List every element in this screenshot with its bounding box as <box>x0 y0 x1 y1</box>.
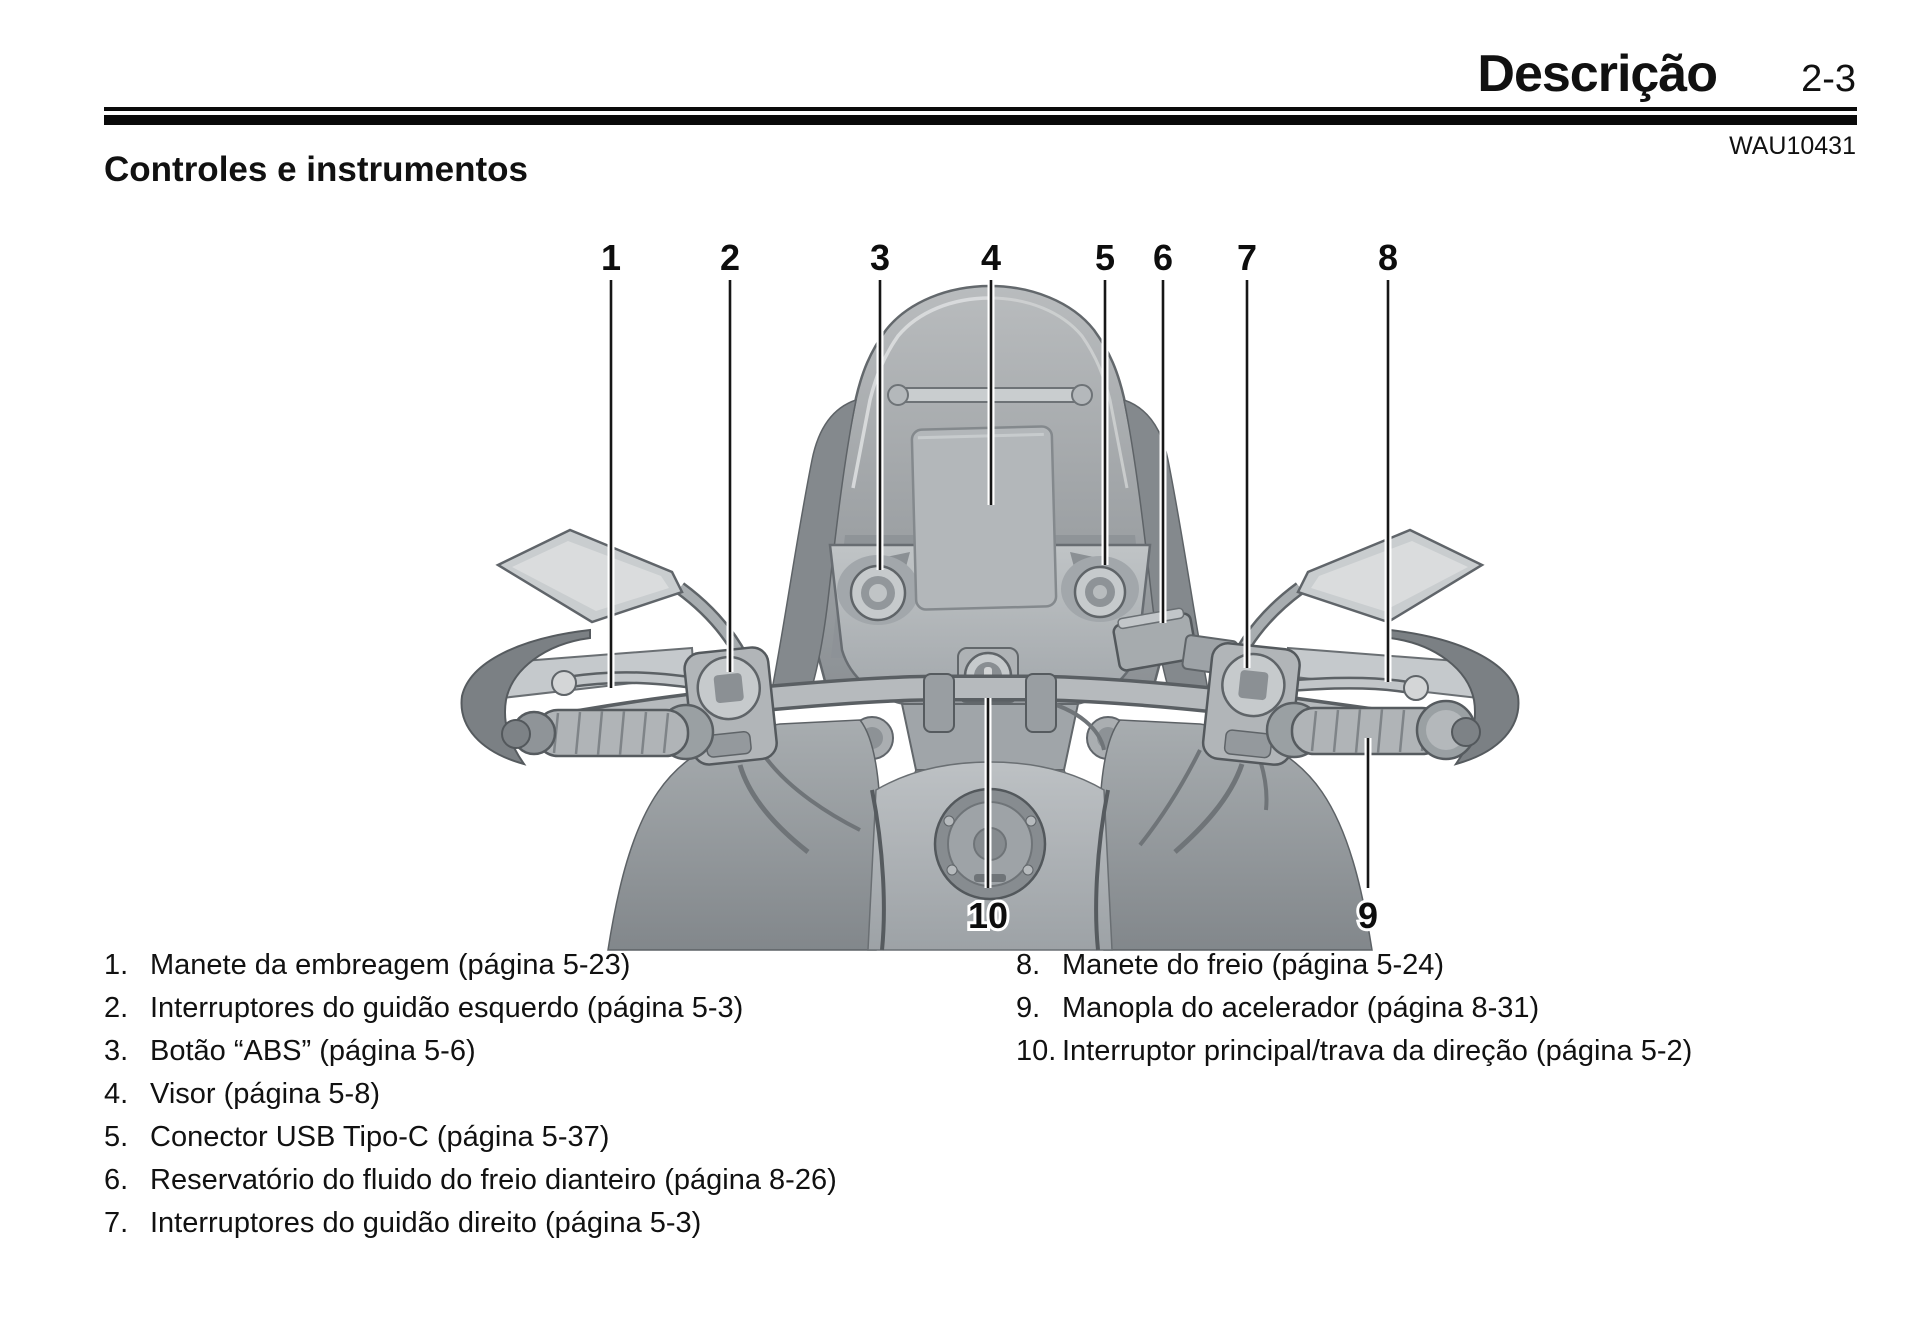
section-title: Descrição <box>1477 45 1718 103</box>
legend-num: 2. <box>104 992 129 1024</box>
legend-text: Conector USB Tipo-C (página 5-37) <box>150 1121 610 1153</box>
callout-3: 3 <box>870 237 890 278</box>
legend-left: 1. Manete da embreagem (página 5-23) 2. In… <box>104 944 837 1245</box>
legend-text: Visor (página 5-8) <box>150 1078 380 1110</box>
display-screen <box>910 425 1058 611</box>
callout-2: 2 <box>720 237 740 278</box>
throttle-grip <box>1265 699 1481 761</box>
legend-text: Botão “ABS” (página 5-6) <box>150 1035 476 1067</box>
brake-lever <box>1285 675 1429 701</box>
legend-right: 8. Manete do freio (página 5-24) 9. Manopl… <box>1016 944 1692 1073</box>
right-handguard <box>1284 628 1520 766</box>
abs-button <box>849 564 907 622</box>
page-number: 2-3 <box>1801 58 1856 100</box>
legend-text: Interruptores do guidão direito (página … <box>150 1207 702 1239</box>
header-rule-thick <box>104 115 1857 125</box>
left-grip <box>501 703 715 761</box>
legend-item-9: 9. Manopla do acelerador (página 8-31) <box>1016 987 1692 1030</box>
legend-text: Reservatório do fluido do freio dianteir… <box>150 1164 837 1196</box>
callout-1: 1 <box>601 237 621 278</box>
callout-10: 10 <box>968 895 1008 936</box>
callout-4: 4 <box>981 237 1001 278</box>
page-heading: Controles e instrumentos <box>104 150 528 189</box>
right-mirror <box>1231 528 1485 662</box>
legend-num: 1. <box>104 949 129 981</box>
usb-connector <box>1073 565 1127 619</box>
callout-6: 6 <box>1153 237 1173 278</box>
legend-item-4: 4. Visor (página 5-8) <box>104 1073 837 1116</box>
legend-item-6: 6. Reservatório do fluido do freio diante… <box>104 1159 837 1202</box>
legend-num: 6. <box>104 1164 129 1196</box>
callout-8: 8 <box>1378 237 1398 278</box>
legend-num: 3. <box>104 1035 129 1067</box>
legend-item-7: 7. Interruptores do guidão direito (págin… <box>104 1202 837 1245</box>
callout-5: 5 <box>1095 237 1115 278</box>
legend-text: Manopla do acelerador (página 8-31) <box>1062 992 1540 1024</box>
legend-num: 9. <box>1016 992 1041 1024</box>
figure-svg: 1 2 3 4 5 6 7 8 10 9 <box>460 234 1520 951</box>
legend-num: 8. <box>1016 949 1041 981</box>
doc-code: WAU10431 <box>1729 132 1856 160</box>
legend-item-3: 3. Botão “ABS” (página 5-6) <box>104 1030 837 1073</box>
leader-lines <box>607 280 1392 888</box>
header-rule-thin <box>104 107 1857 111</box>
callout-9: 9 <box>1358 895 1378 936</box>
callout-7: 7 <box>1237 237 1257 278</box>
legend-text: Interruptor principal/trava da direção (… <box>1062 1035 1693 1067</box>
legend-num: 4. <box>104 1078 129 1110</box>
legend-text: Manete da embreagem (página 5-23) <box>150 949 631 981</box>
legend-num: 5. <box>104 1121 129 1153</box>
legend-item-1: 1. Manete da embreagem (página 5-23) <box>104 944 837 987</box>
legend-item-5: 5. Conector USB Tipo-C (página 5-37) <box>104 1116 837 1159</box>
legend-text: Interruptores do guidão esquerdo (página… <box>150 992 744 1024</box>
brake-fluid-reservoir <box>1112 607 1198 672</box>
legend-num: 7. <box>104 1207 129 1239</box>
left-handguard <box>460 628 696 766</box>
legend-item-2: 2. Interruptores do guidão esquerdo (pági… <box>104 987 837 1030</box>
callout-numbers: 1 2 3 4 5 6 7 8 10 9 <box>598 234 1401 939</box>
figure-motorcycle-controls: 1 2 3 4 5 6 7 8 10 9 <box>440 230 1540 960</box>
legend-text: Manete do freio (página 5-24) <box>1062 949 1445 981</box>
left-mirror <box>495 528 749 662</box>
legend-num: 10. <box>1016 1035 1057 1067</box>
legend-item-8: 8. Manete do freio (página 5-24) <box>1016 944 1692 987</box>
legend-item-10: 10.Interruptor principal/trava da direçã… <box>1016 1030 1692 1073</box>
